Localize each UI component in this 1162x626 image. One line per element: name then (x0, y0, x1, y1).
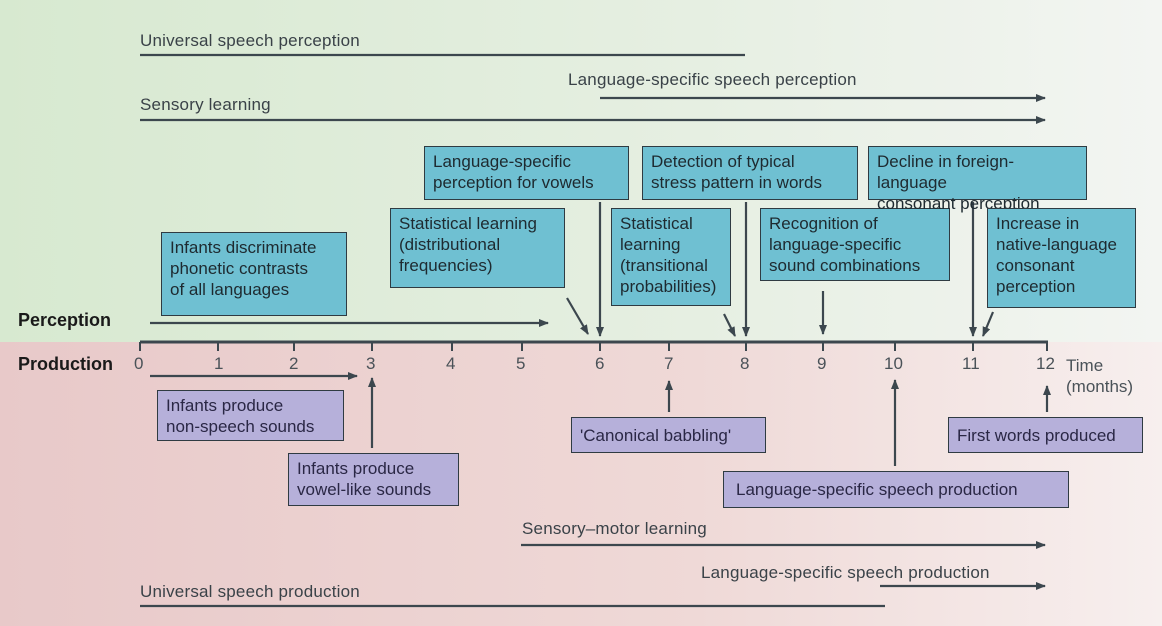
pointer-statistical-distributional (566, 297, 589, 335)
pointer-statistical-transitional (723, 313, 736, 337)
milestone-box-vowels: Language-specific perception for vowels (424, 146, 629, 200)
timeline-label: Language-specific speech production (701, 563, 990, 582)
milestone-box-statistical-distributional: Statistical learning (distributional fre… (390, 208, 565, 288)
milestone-box-first-words: First words produced (948, 417, 1143, 453)
axis-tick-label: 6 (595, 354, 605, 373)
timeline-label: Universal speech perception (140, 31, 360, 50)
milestone-box-canonical-babbling: 'Canonical babbling' (571, 417, 766, 453)
axis-tick-label: 2 (289, 354, 299, 373)
milestone-box-discriminate: Infants discriminate phonetic contrasts … (161, 232, 347, 316)
axis-tick-label: 0 (134, 354, 144, 373)
axis-tick-label: 7 (664, 354, 674, 373)
axis-tick-label: 3 (366, 354, 376, 373)
axis-tick-label: 12 (1036, 354, 1055, 373)
milestone-box-language-specific-production: Language-specific speech production (723, 471, 1069, 508)
axis-tick-label: 4 (446, 354, 456, 373)
milestone-box-stress-pattern: Detection of typical stress pattern in w… (642, 146, 858, 200)
axis-tick-label: 1 (214, 354, 224, 373)
milestone-box-decline-foreign: Decline in foreign-language consonant pe… (868, 146, 1087, 213)
milestone-box-non-speech: Infants produce non-speech sounds (157, 390, 344, 441)
axis-unit-label: (months) (1066, 377, 1134, 396)
axis-tick-label: 10 (884, 354, 903, 373)
axis-tick-label: 5 (516, 354, 526, 373)
timeline-label: Sensory–motor learning (522, 519, 707, 538)
timeline-label: Language-specific speech perception (568, 70, 857, 89)
axis-tick-label: 8 (740, 354, 750, 373)
perception-label: Perception (18, 310, 112, 330)
milestone-box-sound-combinations: Recognition of language-specific sound c… (760, 208, 950, 281)
pointer-increase-native (981, 311, 995, 337)
axis-tick-label: 9 (817, 354, 827, 373)
axis-unit-label: Time (1066, 356, 1104, 375)
milestone-box-vowel-like: Infants produce vowel-like sounds (288, 453, 459, 506)
axis-ticks (139, 342, 1048, 351)
milestone-box-statistical-transitional: Statistical learning (transitional proba… (611, 208, 731, 306)
milestone-box-increase-native: Increase in native-language consonant pe… (987, 208, 1136, 308)
timeline-label: Sensory learning (140, 95, 271, 114)
axis-tick-label: 11 (962, 354, 980, 373)
production-label: Production (18, 354, 113, 374)
timeline-label: Universal speech production (140, 582, 360, 601)
